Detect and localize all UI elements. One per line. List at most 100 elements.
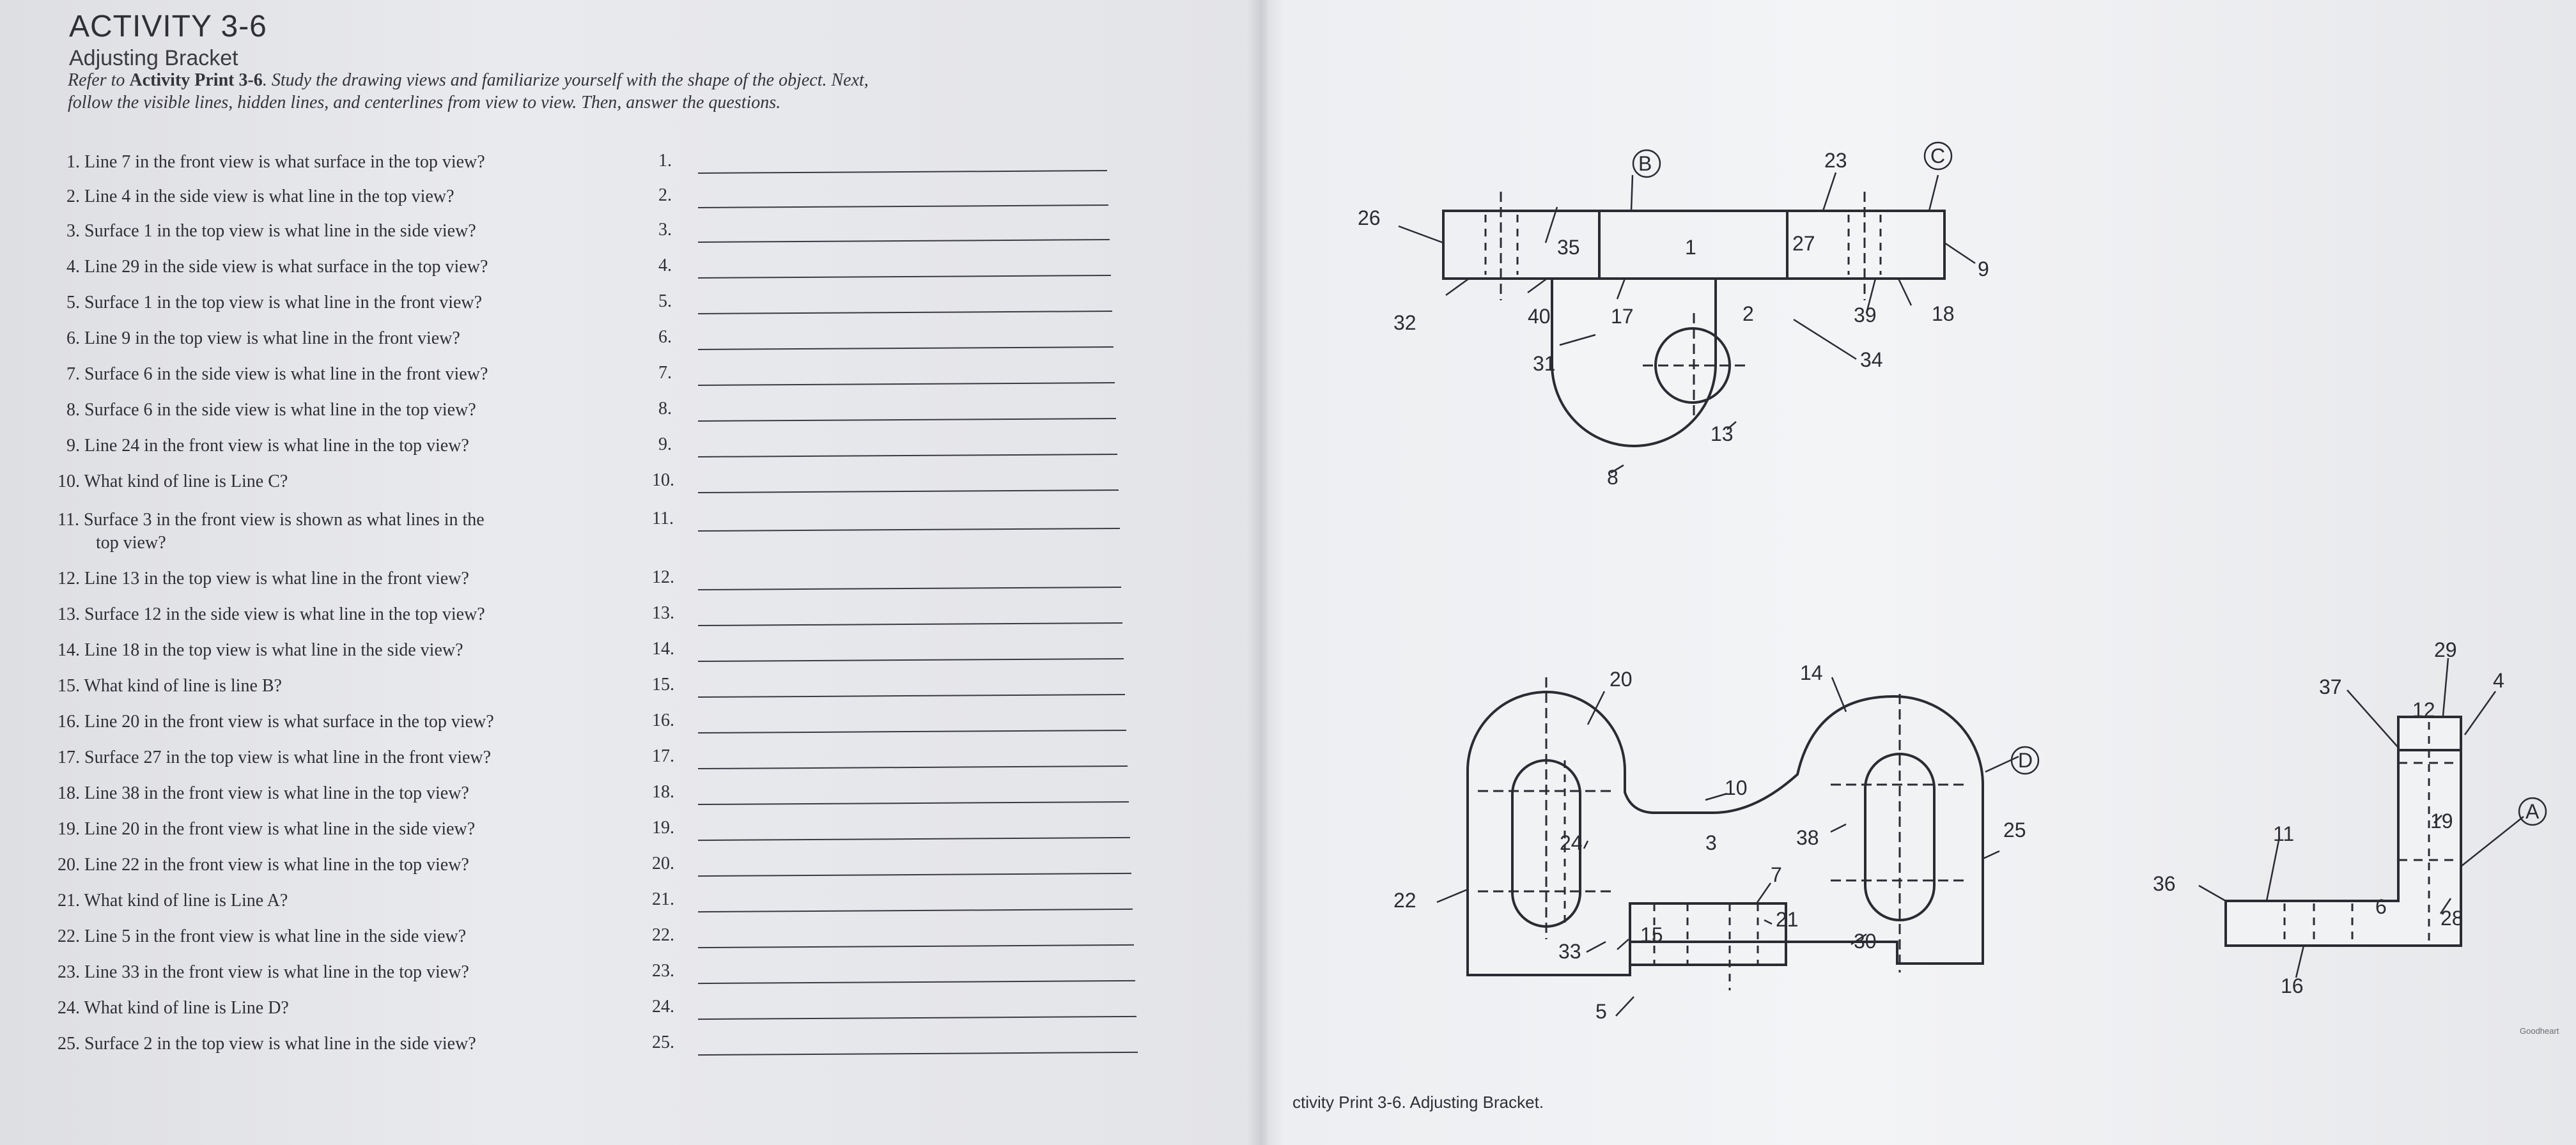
answer-number: 17.	[652, 746, 674, 766]
question-row: 3. Surface 1 in the top view is what lin…	[0, 220, 1151, 247]
label-2: 2	[1742, 302, 1754, 325]
question-text: 24. What kind of line is Line D?	[58, 998, 289, 1018]
question-row: 23. Line 33 in the front view is what li…	[0, 961, 1151, 988]
answer-number: 25.	[652, 1033, 674, 1052]
question-row: 1. Line 7 in the front view is what surf…	[0, 151, 1151, 178]
callout-d-circle	[2010, 746, 2040, 775]
question-row: 4. Line 29 in the side view is what surf…	[0, 256, 1151, 282]
label-8: 8	[1607, 466, 1618, 489]
label-36: 36	[2153, 872, 2176, 895]
question-row: 19. Line 20 in the front view is what li…	[0, 818, 1151, 845]
label-a: A	[2526, 800, 2540, 823]
label-16: 16	[2281, 974, 2304, 997]
label-13: 13	[1711, 422, 1734, 445]
label-14: 14	[1800, 661, 1823, 684]
label-23: 23	[1824, 149, 1847, 172]
label-24: 24	[1560, 831, 1583, 854]
callout-b-circle	[1632, 149, 1661, 178]
answer-number: 6.	[658, 327, 672, 347]
label-d: D	[2018, 749, 2033, 772]
question-text-continued: top view?	[96, 533, 166, 553]
label-38: 38	[1796, 826, 1819, 849]
answer-number: 5.	[658, 291, 672, 311]
question-row: 22. Line 5 in the front view is what lin…	[0, 925, 1151, 952]
front-view-outline	[1466, 691, 1985, 976]
question-text: 2. Line 4 in the side view is what line …	[66, 187, 454, 206]
label-39: 39	[1854, 304, 1877, 327]
label-1: 1	[1685, 236, 1696, 259]
question-row: 13. Surface 12 in the side view is what …	[0, 603, 1151, 630]
question-row: 5. Surface 1 in the top view is what lin…	[0, 291, 1151, 318]
answer-number: 19.	[652, 818, 674, 838]
activity-instructions: Refer to Activity Print 3-6. Study the d…	[68, 70, 869, 112]
callout-c-circle	[1923, 141, 1953, 171]
question-text: 17. Surface 27 in the top view is what l…	[58, 748, 492, 767]
label-7: 7	[1771, 863, 1782, 886]
question-row: 11. Surface 3 in the front view is shown…	[0, 509, 1151, 553]
answer-number: 7.	[658, 363, 672, 383]
label-27: 27	[1792, 232, 1815, 255]
label-17: 17	[1611, 305, 1634, 328]
answer-number: 23.	[652, 961, 674, 981]
answer-number: 14.	[652, 639, 674, 659]
question-text: 14. Line 18 in the top view is what line…	[58, 640, 463, 660]
question-row: 9. Line 24 in the front view is what lin…	[0, 434, 1151, 461]
figure-caption: ctivity Print 3-6. Adjusting Bracket.	[1292, 1093, 1544, 1112]
right-slot	[1864, 753, 1936, 921]
answer-number: 2.	[658, 185, 672, 205]
question-text: 25. Surface 2 in the top view is what li…	[58, 1034, 476, 1054]
side-view	[2198, 657, 2547, 978]
label-19: 19	[2430, 810, 2453, 833]
answer-number: 18.	[652, 782, 674, 802]
answer-number: 1.	[658, 151, 672, 171]
question-text: 8. Surface 6 in the side view is what li…	[66, 400, 476, 420]
label-26: 26	[1358, 206, 1381, 229]
question-row: 17. Surface 27 in the top view is what l…	[0, 746, 1151, 773]
answer-number: 21.	[652, 889, 674, 909]
answer-number: 20.	[652, 854, 674, 873]
label-b: B	[1638, 152, 1652, 175]
answer-number: 12.	[652, 567, 674, 587]
label-35: 35	[1557, 236, 1580, 259]
front-view	[1436, 677, 2040, 1017]
label-31: 31	[1533, 352, 1556, 375]
answer-number: 3.	[658, 220, 672, 240]
question-row: 21. What kind of line is Line A?21.	[0, 889, 1151, 916]
activity-subtitle: Adjusting Bracket	[69, 46, 238, 70]
label-22: 22	[1393, 889, 1416, 912]
question-text: 4. Line 29 in the side view is what surf…	[66, 257, 488, 277]
question-text: 10. What kind of line is Line C?	[58, 472, 288, 491]
label-40: 40	[1528, 305, 1551, 328]
answer-number: 10.	[652, 470, 674, 490]
question-text: 19. Line 20 in the front view is what li…	[58, 819, 476, 839]
question-row: 20. Line 22 in the front view is what li…	[0, 854, 1151, 880]
question-row: 15. What kind of line is line B?15.	[0, 675, 1151, 702]
question-row: 18. Line 38 in the front view is what li…	[0, 782, 1151, 809]
label-29: 29	[2434, 638, 2457, 661]
publisher-mark: Goodheart	[2520, 1026, 2559, 1036]
question-text: 23. Line 33 in the front view is what li…	[58, 962, 469, 982]
label-28: 28	[2440, 907, 2463, 930]
answer-number: 4.	[658, 256, 672, 275]
label-c: C	[1930, 144, 1945, 167]
question-text: 9. Line 24 in the front view is what lin…	[66, 436, 469, 456]
question-text: 18. Line 38 in the front view is what li…	[58, 783, 469, 803]
label-37: 37	[2319, 675, 2342, 698]
answer-number: 16.	[652, 711, 674, 730]
question-text: 16. Line 20 in the front view is what su…	[58, 712, 494, 732]
label-33: 33	[1558, 940, 1581, 963]
question-row: 25. Surface 2 in the top view is what li…	[0, 1033, 1151, 1059]
question-text: 22. Line 5 in the front view is what lin…	[58, 926, 467, 946]
label-4: 4	[2493, 669, 2504, 692]
question-row: 8. Surface 6 in the side view is what li…	[0, 399, 1151, 426]
question-text: 1. Line 7 in the front view is what surf…	[66, 152, 485, 172]
answer-number: 13.	[652, 603, 674, 623]
label-18: 18	[1932, 302, 1955, 325]
question-text: 12. Line 13 in the top view is what line…	[58, 569, 469, 588]
question-row: 2. Line 4 in the side view is what line …	[0, 185, 1151, 212]
answer-number: 24.	[652, 997, 674, 1017]
answer-number: 9.	[658, 434, 672, 454]
label-5: 5	[1595, 1000, 1607, 1023]
label-12: 12	[2412, 698, 2435, 721]
